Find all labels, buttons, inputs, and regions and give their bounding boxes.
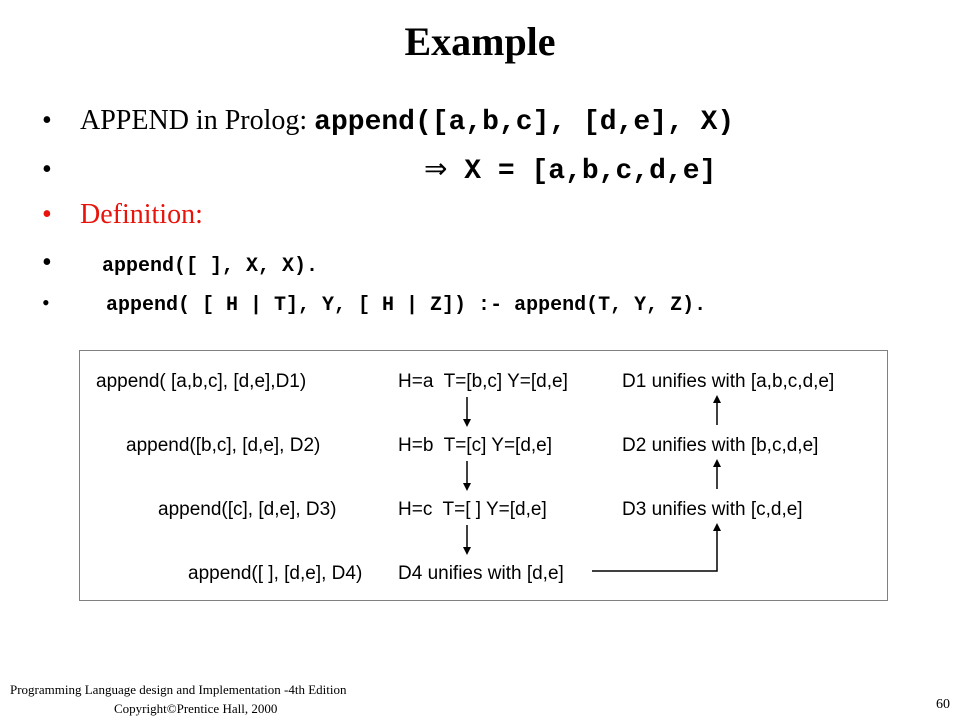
trace-call-3: append([c], [d,e], D3) xyxy=(158,499,337,520)
footer-credits: Programming Language design and Implemen… xyxy=(10,680,346,718)
trace-binding-4: D4 unifies with [d,e] xyxy=(398,563,564,584)
bullet-dot: • xyxy=(42,105,52,136)
definition-label: Definition: xyxy=(80,199,203,230)
code-recursive-case: append( [ H | T], Y, [ H | Z]) :- append… xyxy=(106,294,707,317)
trace-binding-3: H=c T=[ ] Y=[d,e] xyxy=(398,499,547,520)
code-append-call: append([a,b,c], [d,e], X) xyxy=(314,107,735,138)
trace-binding-2: H=b T=[c] Y=[d,e] xyxy=(398,435,552,456)
bullet-recursive-case: • append( [ H | T], Y, [ H | Z]) :- appen… xyxy=(42,286,706,323)
append-trace-diagram: append( [a,b,c], [d,e],D1) H=a T=[b,c] Y… xyxy=(96,371,834,584)
bullet-dot: • xyxy=(42,199,52,230)
bullet-dot: • xyxy=(42,154,52,185)
footer-copyright: Copyright©Prentice Hall, 2000 xyxy=(114,701,278,716)
up-arrow-icons xyxy=(592,395,721,572)
code-result: X = [a,b,c,d,e] xyxy=(447,156,717,187)
trace-call-4: append([ ], [d,e], D4) xyxy=(188,563,362,584)
bullet-append-prolog: • APPEND in Prolog: append([a,b,c], [d,e]… xyxy=(42,104,734,140)
bullet-definition: • Definition: xyxy=(42,198,203,232)
footer-book-title: Programming Language design and Implemen… xyxy=(10,682,347,697)
bullet-dot: • xyxy=(42,247,52,278)
trace-binding-1: H=a T=[b,c] Y=[d,e] xyxy=(398,371,568,392)
trace-result-1: D1 unifies with [a,b,c,d,e] xyxy=(622,371,834,392)
return-arrow-icon xyxy=(592,523,721,572)
trace-result-2: D2 unifies with [b,c,d,e] xyxy=(622,435,818,456)
trace-result-3: D3 unifies with [c,d,e] xyxy=(622,499,803,520)
trace-call-1: append( [a,b,c], [d,e],D1) xyxy=(96,371,306,392)
trace-call-2: append([b,c], [d,e], D2) xyxy=(126,435,320,456)
slide-title: Example xyxy=(404,19,556,64)
bullet-dot: • xyxy=(42,290,50,315)
page-number: 60 xyxy=(936,697,950,712)
implies-arrow-icon: ⇒ xyxy=(424,152,448,185)
code-base-case: append([ ], X, X). xyxy=(102,255,319,278)
bullet-base-case: • append([ ], X, X). xyxy=(42,246,318,284)
append-trace-figure: append( [a,b,c], [d,e],D1) H=a T=[b,c] Y… xyxy=(79,350,888,601)
bullet-result: • ⇒ X = [a,b,c,d,e] xyxy=(42,152,716,189)
bullet-label: APPEND in Prolog: xyxy=(80,105,315,136)
